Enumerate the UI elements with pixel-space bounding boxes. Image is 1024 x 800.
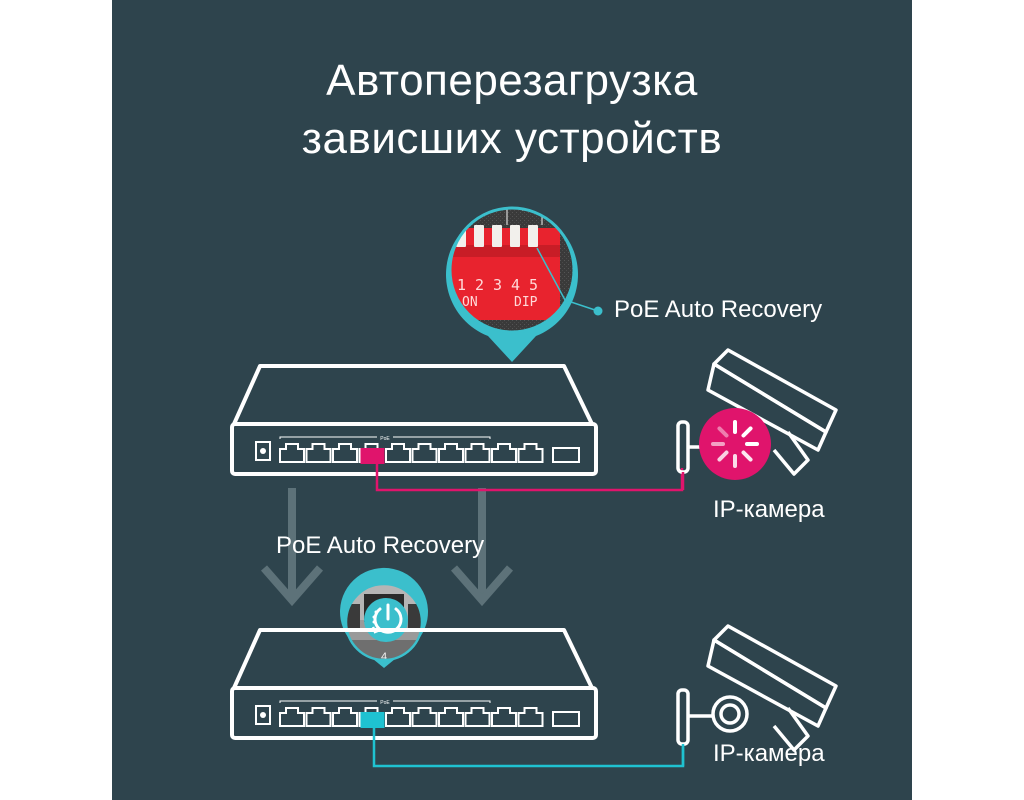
highlighted-rj45-port [358,443,385,464]
dip-number-2: 2 [475,276,484,294]
callout-line [536,247,599,312]
diagram-scene: 1 2 3 4 5 ON DIP ↓ [230,206,838,768]
top-ip-camera-icon [676,348,838,490]
rj45-port [279,707,305,727]
dip-number-4: 4 [511,276,520,294]
rj45-port [385,443,411,463]
dip-callout-label: PoE Auto Recovery [614,296,823,323]
dip-number-3: 3 [493,276,502,294]
transition-arrows [260,488,514,607]
port-number: 4 [381,651,387,663]
spinner-tick [717,450,729,462]
rj45-port [464,707,491,727]
bottom-camera-label: IP-камера [713,740,825,767]
rj45-port [305,707,332,727]
power-restart-icon [364,598,408,642]
rj45-port [279,443,305,463]
poe-bracket-label: PoE [380,700,390,706]
power-jack-icon [255,441,271,461]
dip-dip-label: DIP [514,295,538,310]
poe-bracket-label: PoE [380,436,390,442]
dip-switch-inset: 1 2 3 4 5 ON DIP ↓ [446,206,603,362]
port-inset: 4 [340,567,429,668]
dip-on-label: ON [462,295,478,310]
title-line-1: Автоперезагрузка [326,56,698,105]
rj45-port [491,443,517,463]
transition-label: PoE Auto Recovery [276,532,485,559]
sfp-slot [552,447,580,463]
page-title: Автоперезагрузка зависших устройств [112,52,912,168]
spinner-tick [717,426,729,438]
dip-switch-body [450,228,560,320]
rj45-port [332,707,358,727]
infographic-panel: Автоперезагрузка зависших устройств [112,0,912,800]
rj45-port [385,707,411,727]
loading-spinner-icon [711,420,759,468]
rj45-port [332,443,358,463]
arrow-down-icon [450,488,514,607]
title-line-2: зависших устройств [301,114,723,163]
rj45-port [491,707,517,727]
switch-front-panel [230,686,598,740]
rj45-port [517,443,544,463]
top-switch: PoE [230,364,598,476]
rj45-port [411,443,438,463]
spinner-tick [741,426,753,438]
rj45-port [411,707,438,727]
top-camera-label: IP-камера [713,496,825,523]
highlighted-rj45-port [358,707,385,728]
arrow-down-icon [260,488,324,607]
dip-toggles [456,225,538,247]
switch-front-panel [230,422,598,476]
sfp-slot [552,711,580,727]
rj45-port [517,707,544,727]
dip-number-5: 5 [529,276,538,294]
bottom-ip-camera-icon [676,624,838,766]
camera-error-badge [699,408,771,480]
dip-number-1: 1 [457,276,466,294]
switch-top-panel [232,364,594,425]
power-jack-icon [255,705,271,725]
spinner-tick [741,450,753,462]
callout-dot [593,306,603,316]
switch-top-panel [232,628,594,689]
rj45-port [464,443,491,463]
bottom-switch: PoE [230,628,598,740]
rj45-port [438,707,464,727]
rj45-port [305,443,332,463]
rj45-port [438,443,464,463]
